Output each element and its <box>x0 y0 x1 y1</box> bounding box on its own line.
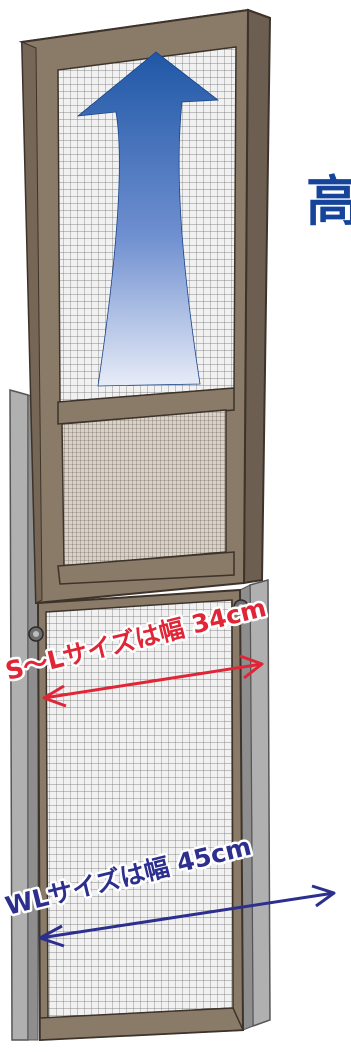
left-rail <box>9 389 29 1041</box>
dense-mesh-insert <box>61 409 227 567</box>
double-arrow-width-icon <box>38 924 65 948</box>
double-arrow-width-icon <box>42 684 67 708</box>
middle-rail <box>57 387 235 425</box>
heading-cutoff: 高 <box>306 170 351 233</box>
up-airflow-arrow-icon <box>76 51 220 387</box>
outer-lower-frame <box>9 389 271 1042</box>
